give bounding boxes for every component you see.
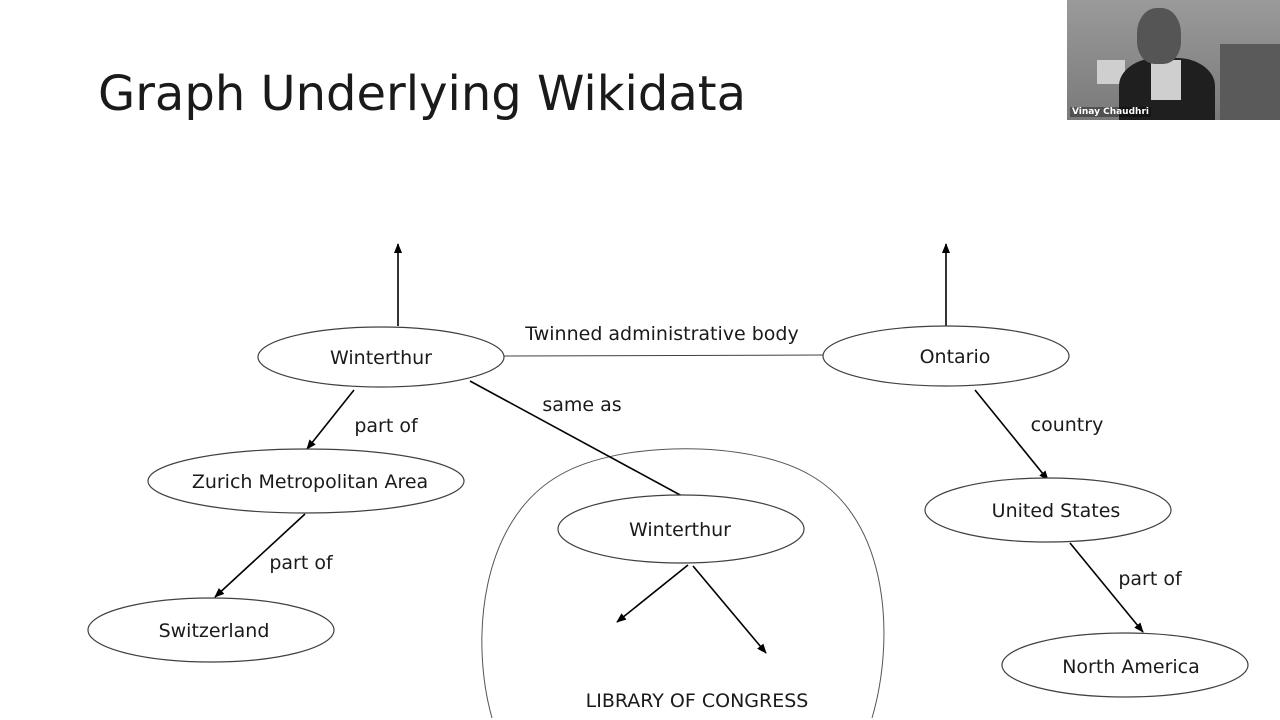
edge-us-na xyxy=(1069,542,1144,633)
node-united-states-label: United States xyxy=(992,500,1121,522)
edge-loc-right xyxy=(692,565,767,654)
edge-label-country: country xyxy=(1031,414,1104,436)
node-winterthur-loc: Winterthur xyxy=(557,494,805,564)
edge-label-same-as: same as xyxy=(542,394,621,416)
node-zurich: Zurich Metropolitan Area xyxy=(147,448,465,514)
node-united-states: United States xyxy=(924,477,1172,543)
edge-zurich-switzerland xyxy=(214,513,306,598)
node-ontario-label: Ontario xyxy=(920,346,991,368)
edge-label-part-of-na: part of xyxy=(1118,568,1183,590)
edge-label-part-of-switzerland: part of xyxy=(269,552,334,574)
edge-label-twinned: Twinned administrative body xyxy=(524,323,798,345)
slide-title: Graph Underlying Wikidata xyxy=(98,66,746,122)
edge-twinned xyxy=(502,354,825,357)
node-winterthur-label: Winterthur xyxy=(330,347,432,369)
participant-collar xyxy=(1151,60,1181,100)
node-switzerland: Switzerland xyxy=(87,597,335,663)
edge-label-part-of-zurich: part of xyxy=(354,415,419,437)
node-winterthur: Winterthur xyxy=(257,326,505,388)
edge-winterthur-zurich xyxy=(306,389,355,450)
region-label-library-of-congress: LIBRARY OF CONGRESS xyxy=(586,690,809,712)
edge-ontario-us xyxy=(974,389,1049,481)
node-zurich-label: Zurich Metropolitan Area xyxy=(192,471,428,493)
edge-loc-left xyxy=(616,564,689,623)
node-switzerland-label: Switzerland xyxy=(159,620,270,642)
edge-same-as xyxy=(469,380,683,497)
node-winterthur-loc-label: Winterthur xyxy=(629,519,731,541)
node-ontario: Ontario xyxy=(822,325,1070,387)
participant-name-label: Vinay Chaudhri xyxy=(1070,107,1151,117)
library-of-congress-region xyxy=(481,448,885,719)
background-door xyxy=(1220,44,1280,120)
node-north-america: North America xyxy=(1001,632,1249,698)
node-north-america-label: North America xyxy=(1062,656,1200,678)
participant-video-tile[interactable]: Vinay Chaudhri xyxy=(1067,0,1280,120)
participant-head xyxy=(1137,8,1181,64)
